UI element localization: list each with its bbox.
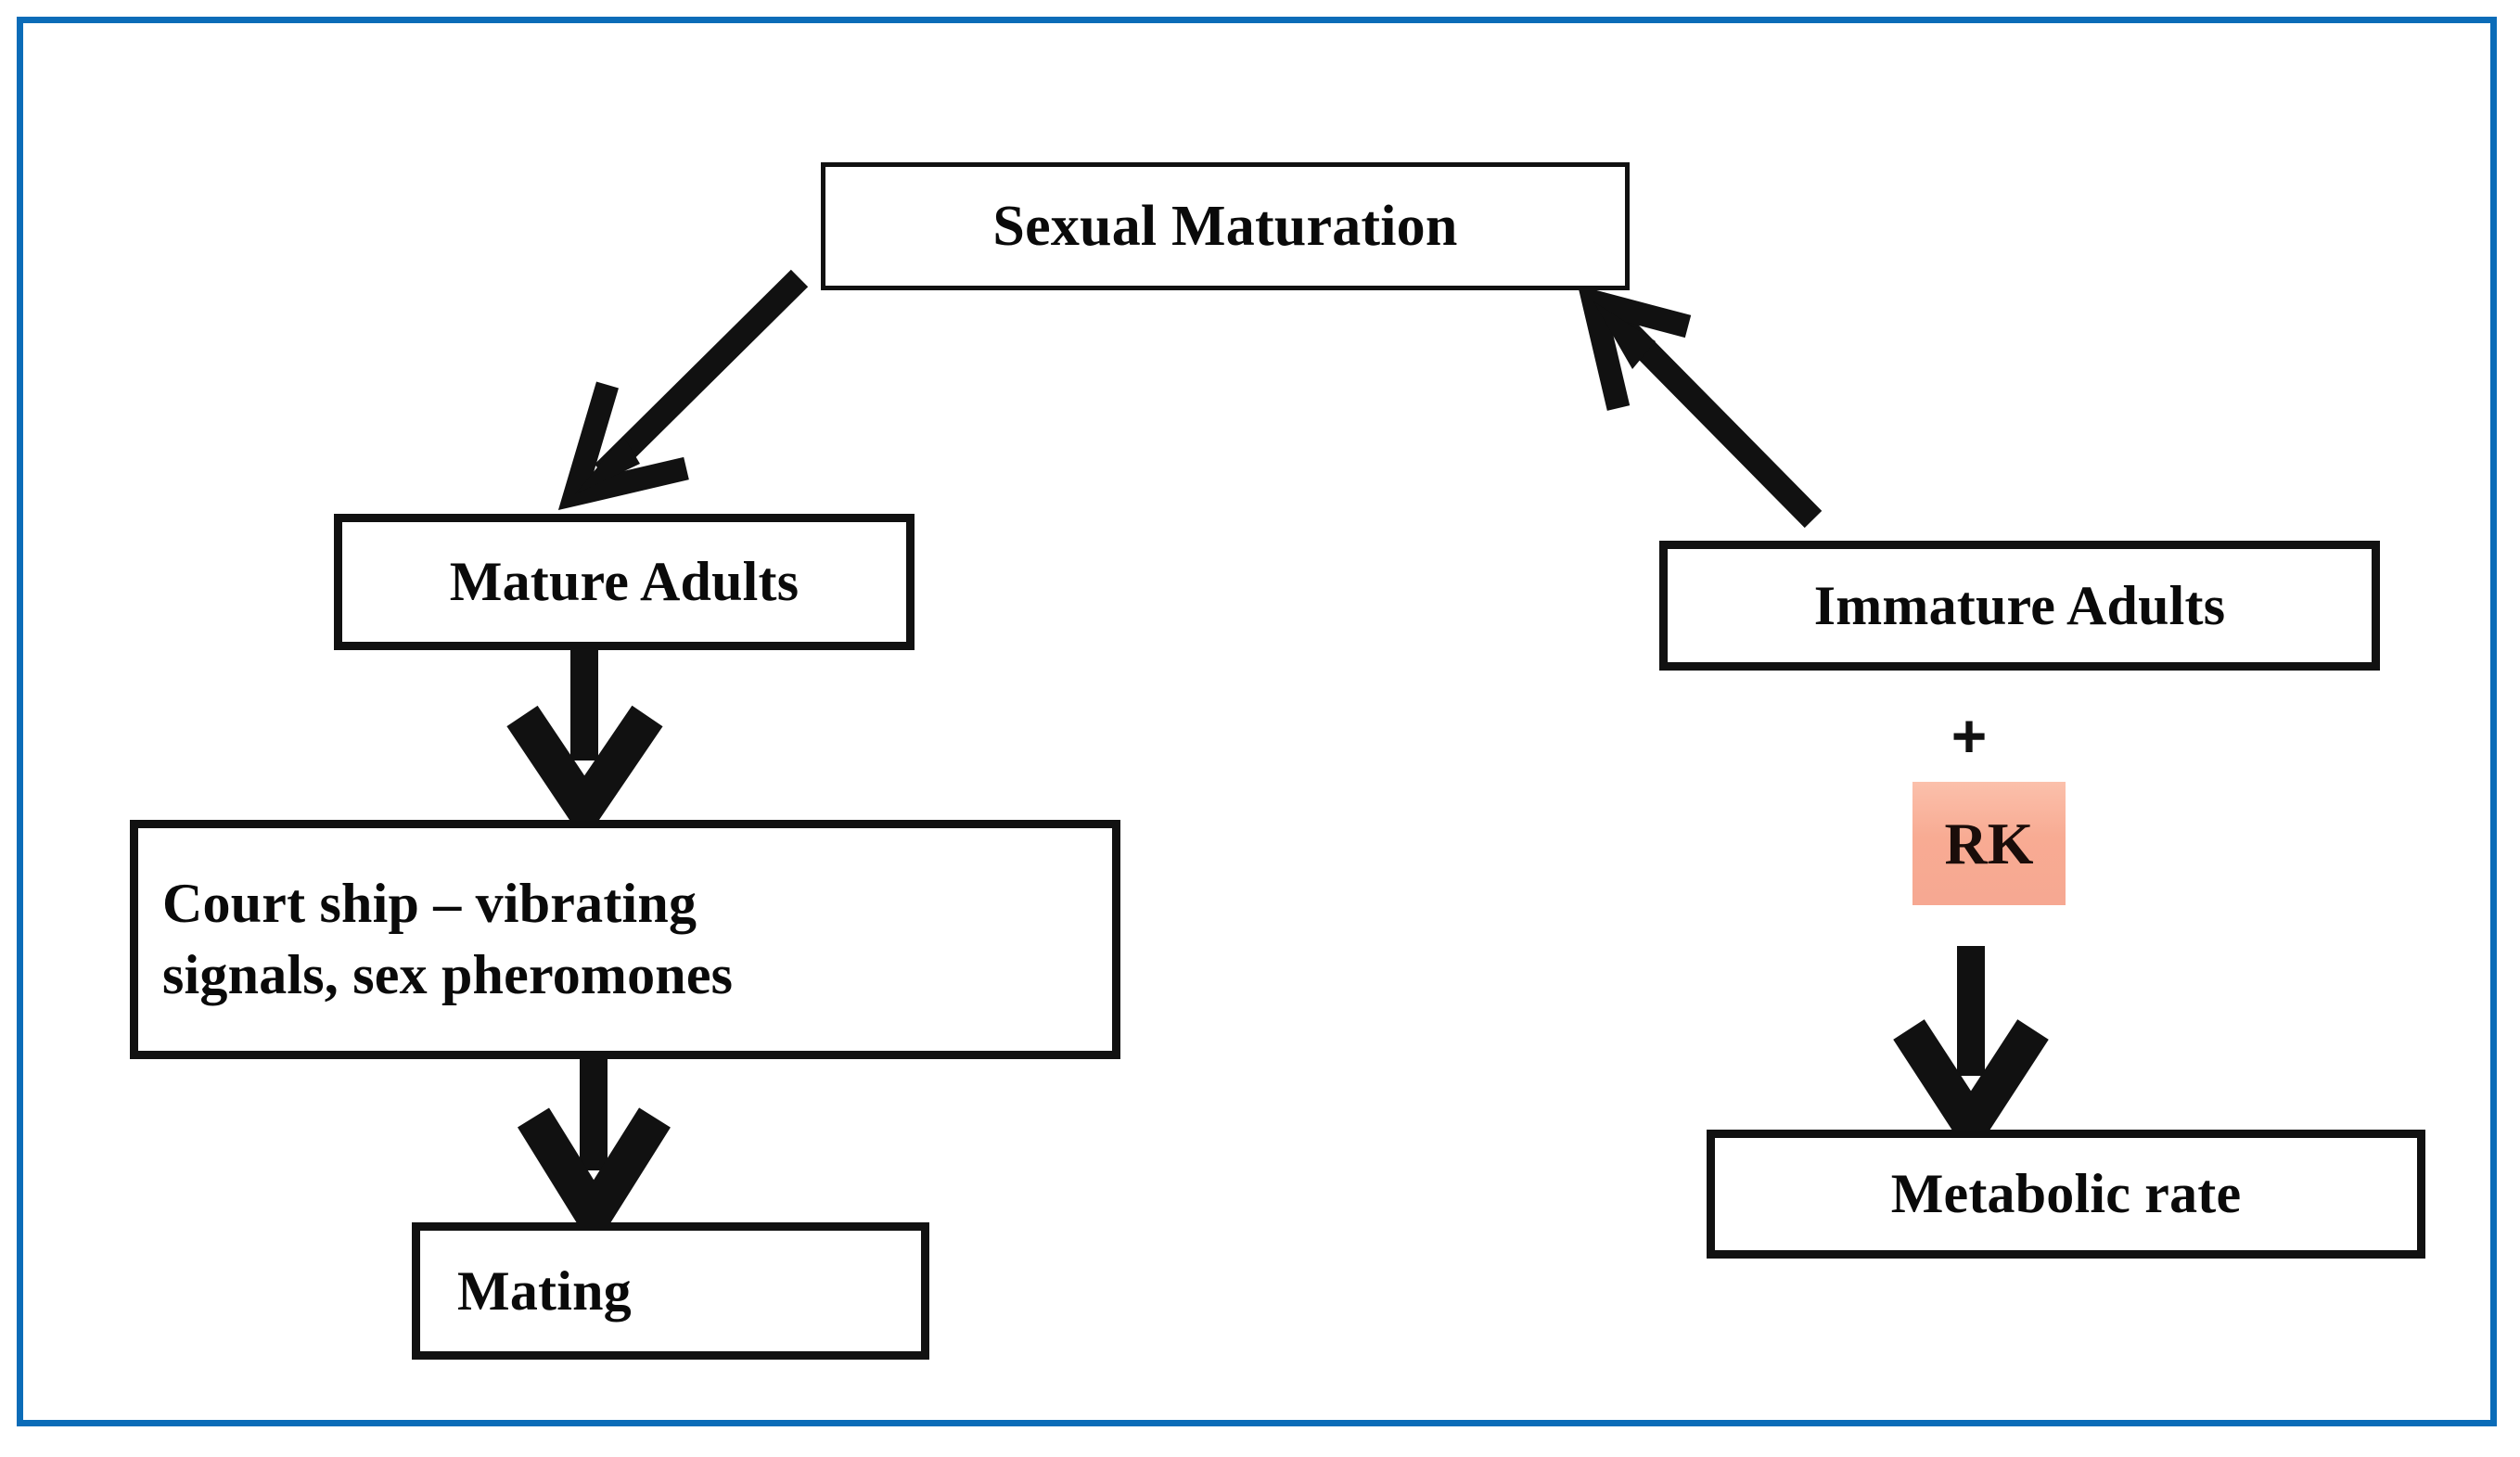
node-rk-label: RK — [1944, 810, 2034, 876]
node-mating-label: Mating — [457, 1259, 632, 1322]
node-mating[interactable]: Mating — [412, 1222, 929, 1360]
outer-border-frame — [17, 17, 2497, 1426]
node-sexual-maturation[interactable]: Sexual Maturation — [821, 162, 1630, 290]
node-metabolic-rate[interactable]: Metabolic rate — [1707, 1130, 2425, 1259]
node-courtship-label-line2: signals, sex pheromones — [162, 944, 734, 1005]
node-immature-adults-label: Immature Adults — [1813, 574, 2226, 636]
node-mature-adults-label: Mature Adults — [449, 551, 799, 612]
node-metabolic-rate-label: Metabolic rate — [1890, 1163, 2242, 1224]
node-courtship[interactable]: Court ship – vibrating signals, sex pher… — [130, 820, 1120, 1059]
node-courtship-label-line1: Court ship – vibrating — [162, 873, 697, 935]
plus-operator-label: + — [1951, 701, 1988, 770]
node-mature-adults[interactable]: Mature Adults — [334, 514, 915, 650]
plus-operator-icon: + — [1925, 702, 2014, 769]
node-courtship-text: Court ship – vibrating signals, sex pher… — [162, 868, 1112, 1011]
node-sexual-maturation-label: Sexual Maturation — [992, 194, 1458, 258]
node-immature-adults[interactable]: Immature Adults — [1659, 541, 2380, 671]
node-rk-highlight[interactable]: RK — [1912, 782, 2066, 905]
